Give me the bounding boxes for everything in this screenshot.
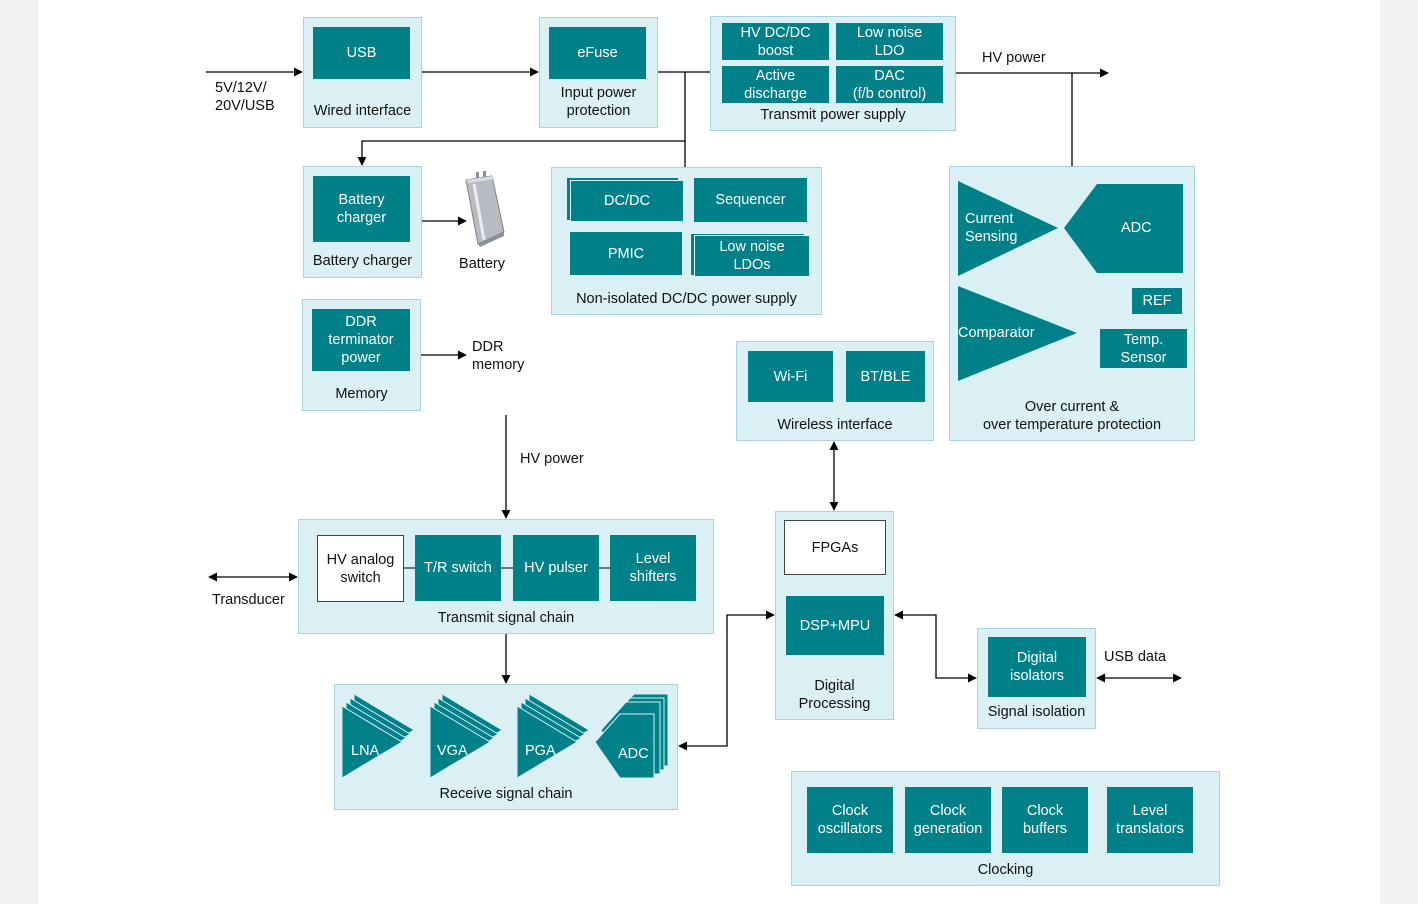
adc-shape	[1064, 184, 1183, 273]
efuse-block: eFuse	[549, 27, 646, 79]
battery-icon	[465, 171, 505, 247]
input-power-protection-label: Input power protection	[560, 85, 637, 119]
digital-isolators-block: Digital isolators	[988, 637, 1086, 697]
current-sensing-label: Current Sensing	[965, 211, 1018, 245]
low-noise-ldos-block: Low noise LDOs	[694, 235, 810, 277]
ref-block: REF	[1132, 288, 1182, 314]
diagram-canvas	[38, 0, 1380, 904]
hv-power-mid-label: HV power	[520, 451, 584, 467]
level-shifters-block: Level shifters	[610, 535, 696, 601]
battery-label: Battery	[459, 256, 505, 272]
adc-receive-stack	[594, 693, 669, 779]
temp-sensor-block: Temp. Sensor	[1100, 329, 1187, 368]
lna-label: LNA	[351, 743, 380, 759]
power-input-label: 5V/12V/ 20V/USB	[215, 80, 275, 114]
comparator-shape	[958, 286, 1077, 381]
digital-processing-label: Digital Processing	[798, 678, 871, 712]
pga-label: PGA	[525, 743, 556, 759]
pmic-block: PMIC	[570, 232, 682, 275]
battery-charger-label: Battery charger	[312, 253, 413, 269]
battery-charger-block: Battery charger	[313, 176, 410, 242]
usb-block: USB	[313, 27, 410, 79]
clocking-label: Clocking	[977, 862, 1034, 878]
current-sensing-shape	[958, 181, 1058, 276]
bt-ble-block[interactable]: BT/BLE	[846, 351, 925, 402]
hv-power-top-label: HV power	[982, 50, 1046, 66]
adc-protection-label: ADC	[1121, 220, 1152, 236]
tr-switch-block: T/R switch	[415, 535, 501, 601]
lna-amplifier-stack	[341, 693, 415, 779]
ddr-terminator-power-block: DDR terminator power	[312, 309, 410, 371]
dcdc-block: DC/DC	[570, 180, 684, 222]
level-translators-block: Level translators	[1107, 787, 1193, 853]
hv-pulser-block: HV pulser	[513, 535, 599, 601]
sequencer-block: Sequencer	[694, 178, 807, 222]
memory-label: Memory	[335, 386, 388, 402]
signal-isolation-label: Signal isolation	[987, 704, 1086, 720]
clock-oscillators-block: Clock oscillators	[807, 787, 893, 853]
vga-amplifier-stack	[429, 693, 503, 779]
dac-block: DAC (f/b control)	[836, 66, 943, 103]
dcdc-power-supply-label: Non-isolated DC/DC power supply	[576, 291, 797, 307]
low-noise-ldo-block: Low noise LDO	[836, 23, 943, 60]
transmit-power-supply-label: Transmit power supply	[760, 107, 906, 123]
receive-signal-chain-label: Receive signal chain	[439, 786, 573, 802]
ddr-memory-label: DDR memory	[472, 339, 525, 373]
wifi-block[interactable]: Wi-Fi	[748, 351, 833, 402]
protection-shapes	[958, 181, 1183, 381]
transducer-label: Transducer	[212, 592, 285, 608]
usb-data-label: USB data	[1104, 649, 1167, 665]
wired-interface-label: Wired interface	[313, 103, 412, 119]
vga-label: VGA	[437, 743, 468, 759]
protection-label: Over current & over temperature protecti…	[982, 399, 1162, 433]
wireless-interface-label: Wireless interface	[777, 417, 893, 433]
adc-receive-label: ADC	[618, 746, 649, 762]
hv-analog-switch-block: HV analog switch	[317, 535, 404, 602]
receive-chain-shapes	[341, 693, 669, 779]
pga-amplifier-stack	[516, 693, 590, 779]
active-discharge-block: Active discharge	[722, 66, 829, 103]
fpgas-block: FPGAs	[784, 520, 886, 575]
clock-buffers-block: Clock buffers	[1002, 787, 1088, 853]
hv-dcdc-boost-block: HV DC/DC boost	[722, 23, 829, 60]
dsp-mpu-block: DSP+MPU	[786, 596, 884, 655]
transmit-signal-chain-label: Transmit signal chain	[437, 610, 575, 626]
clock-generation-block: Clock generation	[905, 787, 991, 853]
comparator-label: Comparator	[958, 325, 1035, 341]
